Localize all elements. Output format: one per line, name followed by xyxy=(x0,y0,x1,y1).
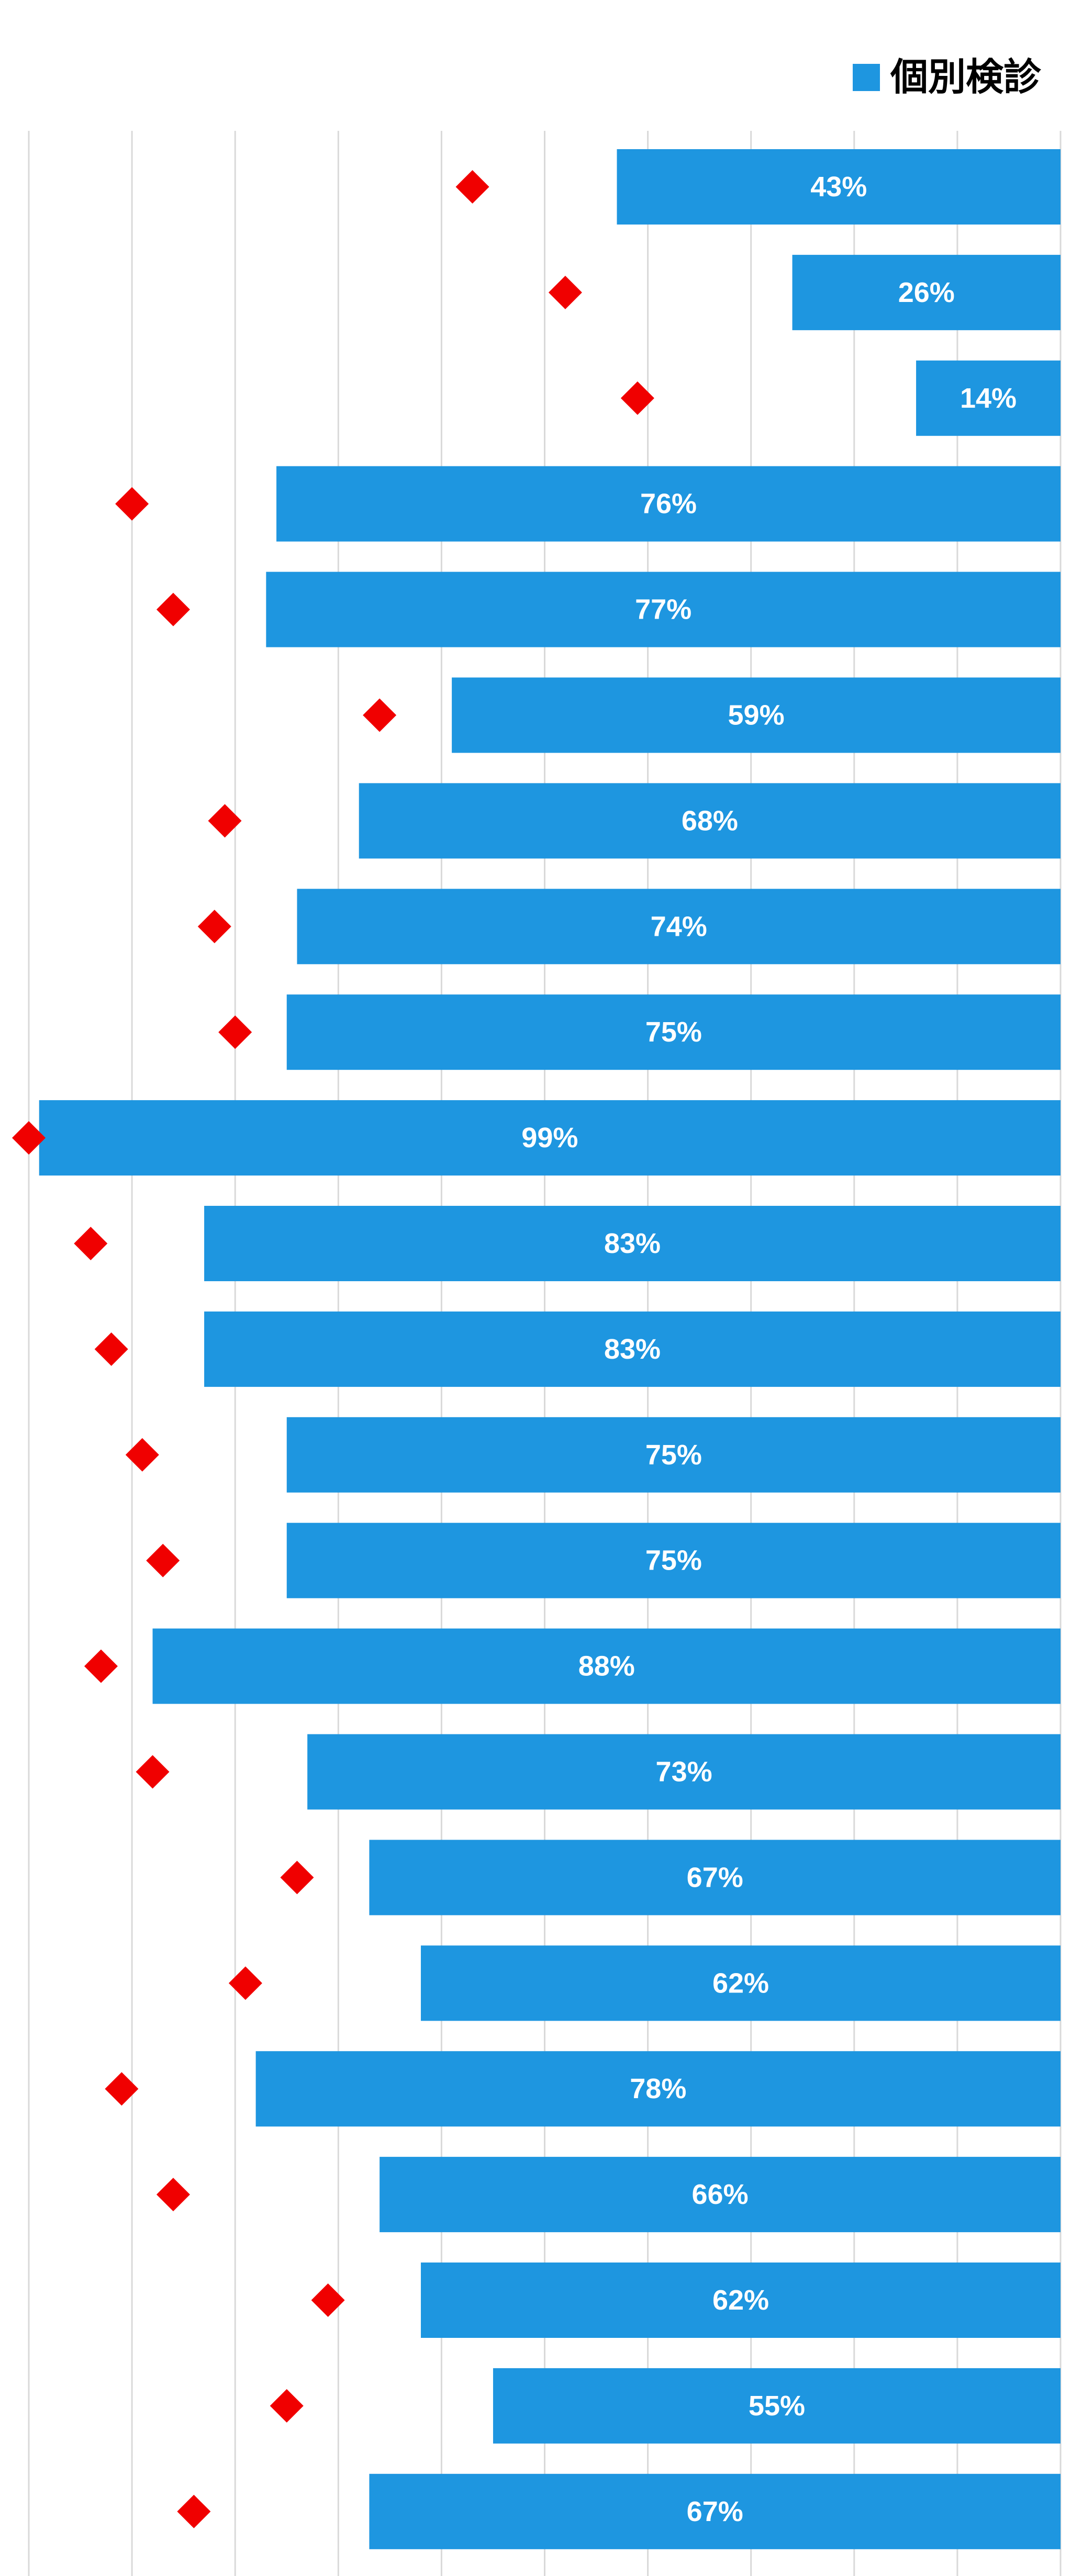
legend-label: 個別検診 xyxy=(890,57,1041,98)
bar xyxy=(276,466,1061,542)
bar xyxy=(39,1100,1061,1176)
data-label: 76% xyxy=(640,488,697,520)
data-label: 75% xyxy=(645,1545,702,1576)
bar xyxy=(255,2051,1061,2127)
diamond-marker xyxy=(208,804,242,838)
bar-series xyxy=(39,149,1061,2549)
diamond-marker xyxy=(94,1332,128,1366)
legend-swatch xyxy=(852,64,880,91)
diamond-marker xyxy=(105,2072,139,2106)
data-label: 67% xyxy=(687,2496,743,2527)
data-labels: 43% 26% 14% 76% 77% 59% 68% 74% 75% 99% 83% 83% 75% 7… xyxy=(521,171,1017,2527)
diamond-marker xyxy=(74,1227,108,1260)
diamond-marker xyxy=(620,381,654,415)
bar xyxy=(286,1522,1061,1598)
data-label: 99% xyxy=(521,1122,578,1153)
diamond-marker xyxy=(146,1543,180,1577)
data-label: 59% xyxy=(728,700,785,731)
diamond-marker xyxy=(177,2494,211,2528)
data-label: 83% xyxy=(604,1228,661,1259)
data-label: 73% xyxy=(656,1756,712,1788)
data-label: 75% xyxy=(645,1439,702,1471)
bar xyxy=(307,1734,1061,1810)
data-label: 83% xyxy=(604,1334,661,1365)
bar xyxy=(266,572,1061,647)
bar xyxy=(152,1628,1061,1704)
diamond-marker xyxy=(280,1861,314,1895)
bar xyxy=(369,2473,1061,2549)
bar xyxy=(420,2263,1061,2338)
bar xyxy=(792,254,1061,330)
diamond-marker xyxy=(270,2389,304,2423)
bar xyxy=(297,889,1061,965)
bar xyxy=(286,1417,1061,1493)
bar xyxy=(204,1206,1061,1281)
diamond-marker xyxy=(363,698,397,732)
bar xyxy=(493,2368,1061,2444)
diamond-marker xyxy=(12,1121,46,1155)
bar xyxy=(617,149,1061,225)
data-label: 26% xyxy=(898,277,955,308)
legend: 個別検診 xyxy=(852,57,1041,98)
data-label: 67% xyxy=(687,1862,743,1893)
data-label: 68% xyxy=(682,805,738,836)
data-label: 74% xyxy=(651,911,707,942)
data-label: 14% xyxy=(960,383,1017,414)
data-label: 66% xyxy=(692,2179,749,2210)
bar xyxy=(916,360,1061,436)
diamond-marker xyxy=(548,275,582,309)
data-label: 75% xyxy=(645,1016,702,1048)
diamond-marker xyxy=(115,487,149,521)
diamond-marker xyxy=(311,2283,345,2317)
diamond-marker xyxy=(218,1015,252,1049)
bar xyxy=(359,783,1061,859)
diamond-marker xyxy=(125,1438,159,1472)
diamond-marker xyxy=(455,170,489,204)
data-label: 62% xyxy=(712,2284,769,2316)
diamond-marker xyxy=(156,592,190,626)
data-label: 78% xyxy=(630,2073,686,2104)
diamond-marker xyxy=(197,910,231,944)
data-label: 77% xyxy=(635,594,691,625)
data-label: 88% xyxy=(578,1651,635,1682)
diamond-marker xyxy=(156,2178,190,2212)
bar xyxy=(369,1840,1061,1916)
bar xyxy=(380,2157,1061,2233)
bar xyxy=(452,677,1061,753)
diamond-marker xyxy=(136,1755,170,1789)
data-label: 43% xyxy=(810,171,867,203)
diamond-marker xyxy=(228,1966,262,2000)
bar xyxy=(420,1945,1061,2021)
data-label: 62% xyxy=(712,1967,769,1999)
bar xyxy=(286,994,1061,1070)
diamond-marker xyxy=(84,1649,118,1683)
bar xyxy=(204,1311,1061,1387)
data-label: 55% xyxy=(749,2390,805,2422)
marker-series xyxy=(12,170,654,2528)
